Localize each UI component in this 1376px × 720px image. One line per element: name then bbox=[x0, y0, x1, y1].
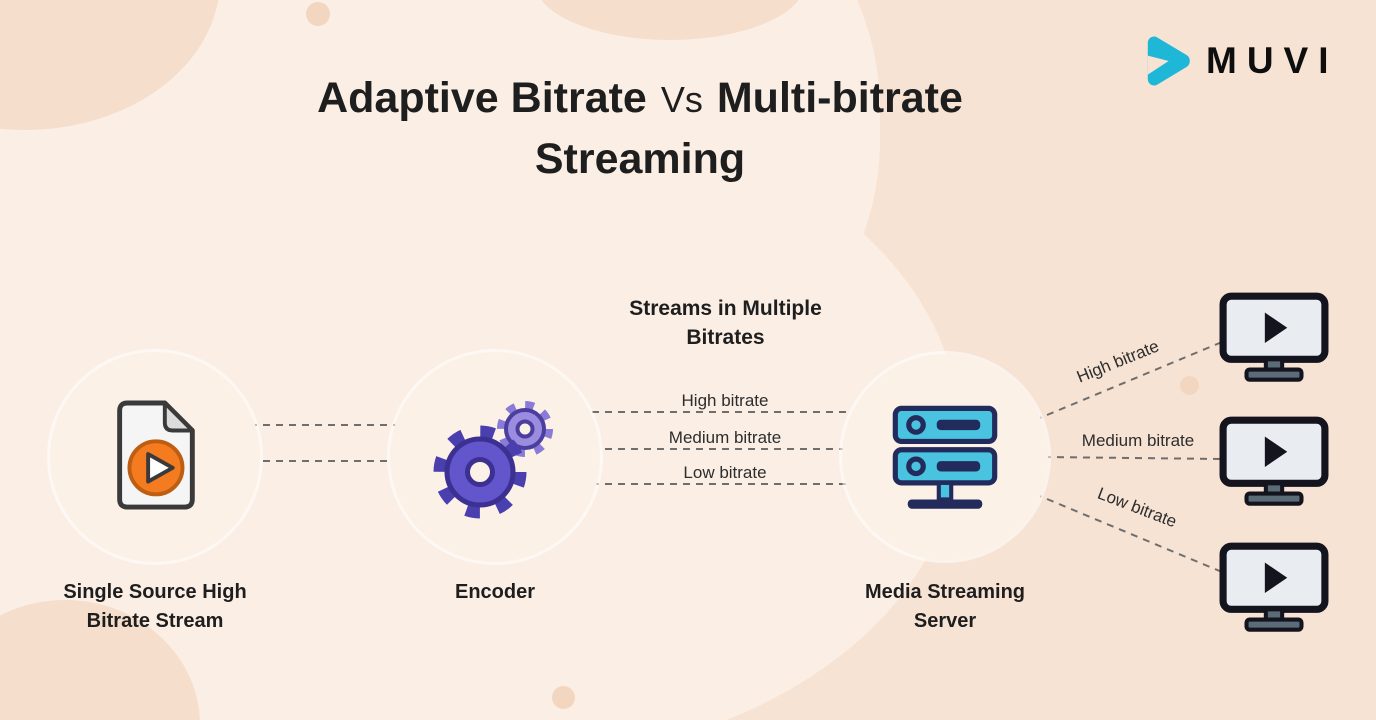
title-line-1: Adaptive Bitrate Vs Multi-bitrate bbox=[188, 68, 1092, 129]
page-title: Adaptive Bitrate Vs Multi-bitrate Streamin… bbox=[188, 68, 1092, 190]
monitor-medium-bitrate bbox=[1218, 414, 1330, 519]
media-server-icon bbox=[892, 405, 998, 509]
source-node bbox=[50, 352, 260, 562]
muvi-play-icon bbox=[1147, 36, 1190, 86]
encoder-node-label: Encoder bbox=[454, 581, 536, 603]
muvi-logo: MUVI bbox=[1136, 32, 1339, 90]
monitor-high-bitrate bbox=[1218, 290, 1330, 395]
logo-brand-text: MUVI bbox=[1206, 40, 1339, 81]
encoder-node bbox=[390, 352, 600, 562]
title-multi-bitrate: Multi-bitrate bbox=[716, 74, 963, 122]
streams-header: Streams in Multiple Bitrates bbox=[629, 297, 822, 350]
title-adaptive-bitrate: Adaptive Bitrate bbox=[317, 74, 647, 122]
stream-label-low: Low bitrate bbox=[683, 463, 767, 482]
decorative-dot bbox=[552, 686, 575, 709]
monitor-play-icon bbox=[1219, 292, 1329, 382]
stream-label-medium: Medium bitrate bbox=[668, 428, 782, 447]
server-node-label: Media Streaming Server bbox=[864, 581, 1026, 632]
gears-icon bbox=[433, 401, 553, 519]
monitor-play-icon bbox=[1219, 542, 1329, 632]
source-node-label: Single Source High Bitrate Stream bbox=[63, 581, 247, 632]
stream-label-high: High bitrate bbox=[681, 391, 769, 410]
output-label-medium: Medium bitrate bbox=[1081, 431, 1195, 450]
decorative-dot bbox=[306, 2, 330, 26]
video-file-play-icon bbox=[117, 400, 195, 510]
decorative-dot bbox=[1180, 376, 1199, 395]
server-monitor-line-medium bbox=[1043, 456, 1223, 460]
title-line-2: Streaming bbox=[534, 135, 746, 184]
monitor-play-icon bbox=[1219, 416, 1329, 506]
monitor-low-bitrate bbox=[1218, 540, 1330, 645]
title-vs: Vs bbox=[660, 79, 703, 120]
server-node bbox=[842, 354, 1048, 560]
